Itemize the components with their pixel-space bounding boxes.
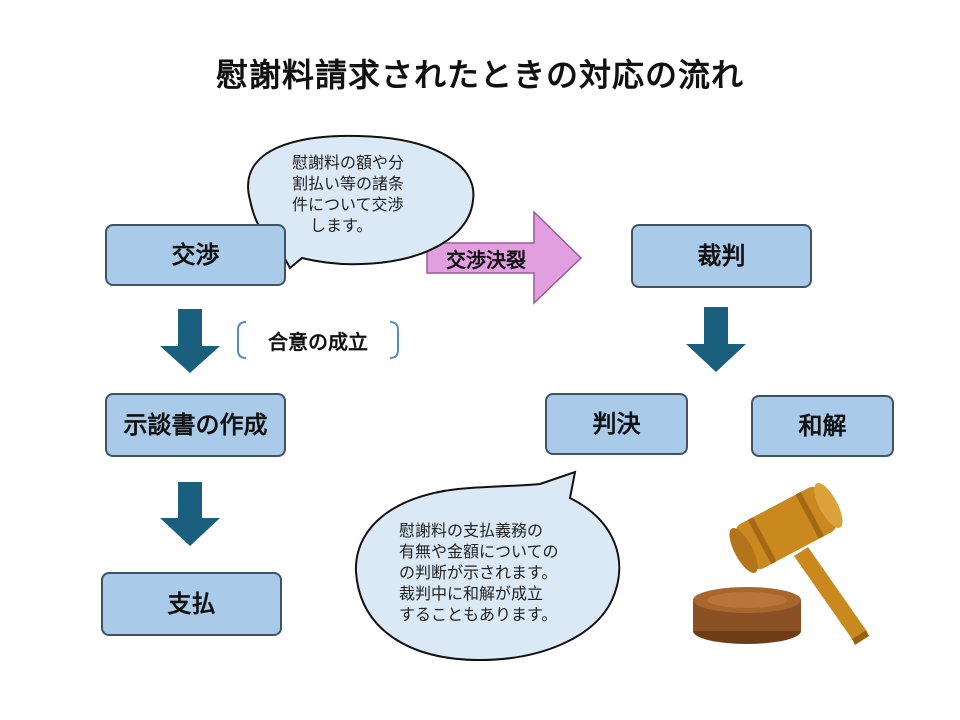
bubble-line: 慰謝料の支払義務の [399,521,544,540]
page-title: 慰謝料請求されたときの対応の流れ [215,56,744,94]
bubble-trial-text: 慰謝料の支払義務の 有無や金額についての の判断が示されます。 裁判中に和解が成… [399,520,599,625]
bubble-line: 有無や金額についての [399,542,559,561]
bubble-line: 割払い等の諸条 [292,174,405,193]
node-judgment: 判決 [545,393,688,455]
speech-bubble-negotiation [247,134,475,270]
bubble-line: します。 [310,216,373,235]
node-payment: 支払 [101,572,282,636]
label-agreement: 合意の成立 [268,329,368,354]
bubble-line: 慰謝料の額や分 [292,153,405,172]
node-settlement-document: 示談書の作成 [105,393,286,457]
node-negotiation: 交渉 [105,224,286,286]
bubble-line: 裁判中に和解が成立 [399,584,544,603]
speech-bubble-trial [354,470,621,662]
node-settlement-document-label: 示談書の作成 [123,410,268,439]
label-negotiation-breakdown: 交渉決裂 [446,247,526,272]
agreement-bracket-right [389,321,399,359]
arrow-down-negotiation-to-settlement [160,309,220,373]
arrow-down-settlement-to-payment [160,482,220,546]
bubble-line: することもあります。 [399,605,558,624]
arrow-right-breakdown [426,210,583,305]
bubble-negotiation-text: 慰謝料の額や分 割払い等の諸条 件について交渉 します。 [292,152,452,236]
bubble-line: の判断が示されます。 [399,563,558,582]
node-reconciliation: 和解 [751,395,894,457]
node-trial: 裁判 [631,224,812,288]
bubble-line: 件について交渉 [292,195,404,214]
arrow-down-trial-to-verdicts [686,307,746,372]
agreement-bracket-left [237,321,247,359]
gavel-illustration [693,482,869,645]
